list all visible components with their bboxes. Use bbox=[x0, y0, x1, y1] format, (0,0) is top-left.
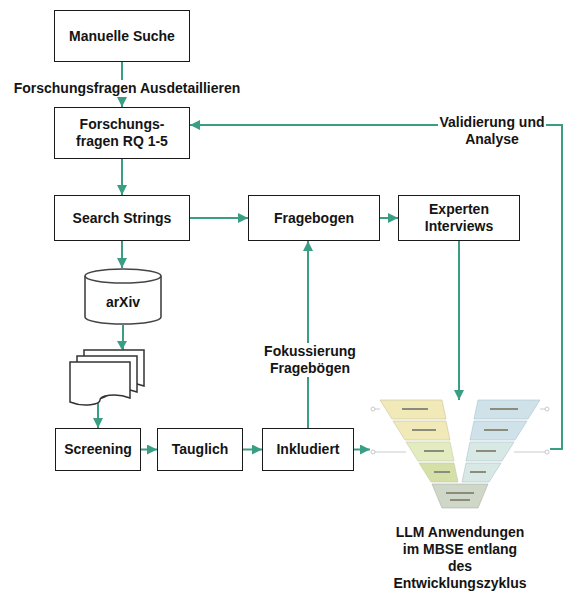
box-label: Inkludiert bbox=[276, 441, 339, 458]
document-page bbox=[70, 362, 130, 405]
v-model-block bbox=[466, 442, 514, 461]
box-label: Search Strings bbox=[73, 210, 172, 227]
v-model-block bbox=[474, 400, 540, 419]
database-cylinder: arXiv bbox=[84, 268, 162, 325]
v-model-block bbox=[380, 400, 446, 419]
side-dot bbox=[545, 407, 549, 411]
edge-label: Forschungsfragen Ausdetaillieren bbox=[2, 80, 252, 97]
fine-print-bar bbox=[424, 450, 444, 452]
process-box: Experten Interviews bbox=[398, 195, 520, 241]
flow-arrow bbox=[243, 449, 262, 451]
v-model-block bbox=[406, 442, 454, 461]
process-box: Fragebogen bbox=[248, 195, 380, 241]
process-box: Manuelle Suche bbox=[54, 10, 190, 62]
v-model-block bbox=[470, 421, 527, 440]
flow-arrow bbox=[190, 125, 562, 449]
side-dot bbox=[371, 450, 375, 454]
process-box: Tauglich bbox=[157, 428, 243, 471]
fine-print-bar bbox=[476, 450, 496, 452]
process-box: Screening bbox=[55, 428, 141, 471]
box-label: Screening bbox=[64, 441, 132, 458]
fine-print-bar bbox=[470, 471, 486, 473]
fine-print-bar bbox=[446, 492, 474, 494]
box-label: Experten Interviews bbox=[409, 201, 509, 235]
v-model-fine-print bbox=[402, 408, 518, 501]
fine-print-bar bbox=[484, 429, 508, 431]
box-label: arXiv bbox=[106, 294, 140, 311]
edge-label: Validierung und Analyse bbox=[438, 114, 546, 148]
side-dot bbox=[545, 450, 549, 454]
box-label: Tauglich bbox=[172, 441, 229, 458]
flow-arrow bbox=[380, 217, 398, 219]
flow-arrow bbox=[307, 241, 309, 428]
caption-text: LLM Anwendungen im MBSE entlang des Entw… bbox=[390, 524, 530, 592]
document-stack bbox=[70, 350, 144, 405]
fine-print-bar bbox=[412, 429, 436, 431]
side-leader bbox=[374, 452, 406, 453]
process-box: Inkludiert bbox=[262, 428, 354, 471]
flow-arrow bbox=[141, 449, 157, 451]
v-model-node: LLM Anwendungen im MBSE entlang des Entw… bbox=[370, 400, 550, 592]
cylinder-top bbox=[85, 269, 161, 283]
fine-print-bar bbox=[434, 471, 450, 473]
fine-print-bar bbox=[402, 408, 428, 410]
flow-arrow bbox=[121, 241, 123, 268]
v-model-block bbox=[393, 421, 450, 440]
edge-label: Fokussierung Fragebögen bbox=[258, 343, 362, 377]
v-model-block bbox=[419, 463, 458, 482]
v-model-side-markers bbox=[371, 407, 549, 454]
flow-arrow bbox=[121, 159, 123, 195]
side-dot bbox=[371, 407, 375, 411]
fine-print-bar bbox=[450, 499, 470, 501]
process-box: Forschungs- fragen RQ 1-5 bbox=[54, 107, 190, 159]
arrow-head bbox=[117, 341, 127, 350]
side-leader bbox=[514, 452, 546, 453]
v-model-block bbox=[432, 484, 488, 508]
box-label: Fragebogen bbox=[274, 210, 354, 227]
box-label: Manuelle Suche bbox=[69, 28, 175, 45]
process-box: Search Strings bbox=[54, 195, 190, 241]
box-label: Forschungs- fragen RQ 1-5 bbox=[66, 116, 178, 150]
flow-arrow bbox=[354, 449, 370, 451]
fine-print-bar bbox=[490, 408, 518, 410]
v-model-block bbox=[462, 463, 501, 482]
flow-arrow bbox=[190, 217, 248, 219]
flow-arrow bbox=[458, 241, 460, 400]
